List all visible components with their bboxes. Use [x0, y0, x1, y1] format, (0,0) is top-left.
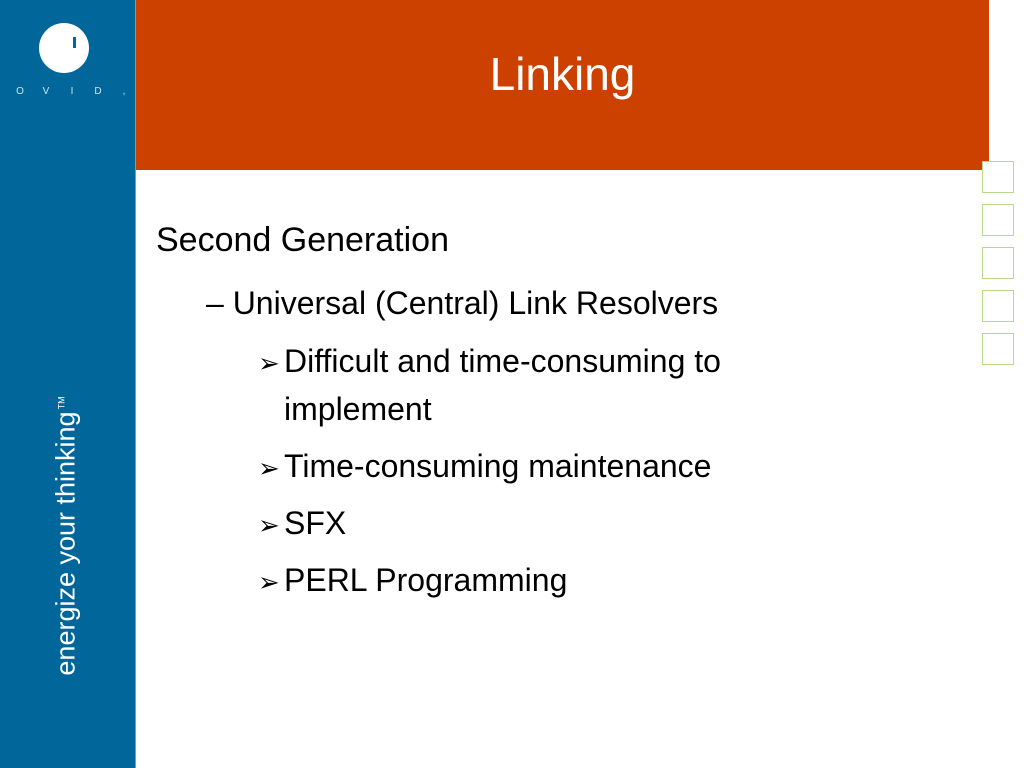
arrow-bullet-icon: ➢ [258, 510, 280, 540]
bullet-item: ➢Difficult and time-consuming to impleme… [258, 338, 878, 432]
heading-level-1: Second Generation [156, 221, 449, 259]
slide-title: Linking [489, 48, 636, 100]
bullet-item: ➢SFX [258, 500, 878, 548]
bullet-item: ➢PERL Programming [258, 557, 878, 605]
bullet-text: Time-consuming maintenance [284, 448, 712, 484]
logo-letter: O [16, 86, 24, 97]
sidebar: O V I D , energize your thinkingTM [0, 0, 136, 768]
bullet-text-continued: implement [284, 391, 432, 427]
arrow-bullet-icon: ➢ [258, 567, 280, 597]
bullet-item: ➢Time-consuming maintenance [258, 443, 878, 491]
bullet-text: SFX [284, 505, 347, 541]
heading-level-2: – Universal (Central) Link Resolvers [206, 285, 719, 321]
bullet-text: Difficult and time-consuming to [284, 343, 721, 379]
decorative-square [982, 290, 1014, 322]
ovid-logo-icon [39, 23, 89, 73]
logo-letter: I [70, 86, 74, 97]
bullet-text: PERL Programming [284, 562, 568, 598]
decorative-square [982, 204, 1014, 236]
decorative-square [982, 247, 1014, 279]
logo-wordmark: O V I D , [12, 86, 132, 97]
logo-letter: D [94, 86, 102, 97]
arrow-bullet-icon: ➢ [258, 348, 280, 378]
decorative-square [982, 161, 1014, 193]
logo-letter: , [122, 86, 126, 97]
title-bar: Linking [136, 0, 989, 170]
arrow-bullet-icon: ➢ [258, 453, 280, 483]
decorative-square [982, 333, 1014, 365]
logo-letter: V [42, 86, 50, 97]
logo-tick-mark [73, 37, 76, 48]
